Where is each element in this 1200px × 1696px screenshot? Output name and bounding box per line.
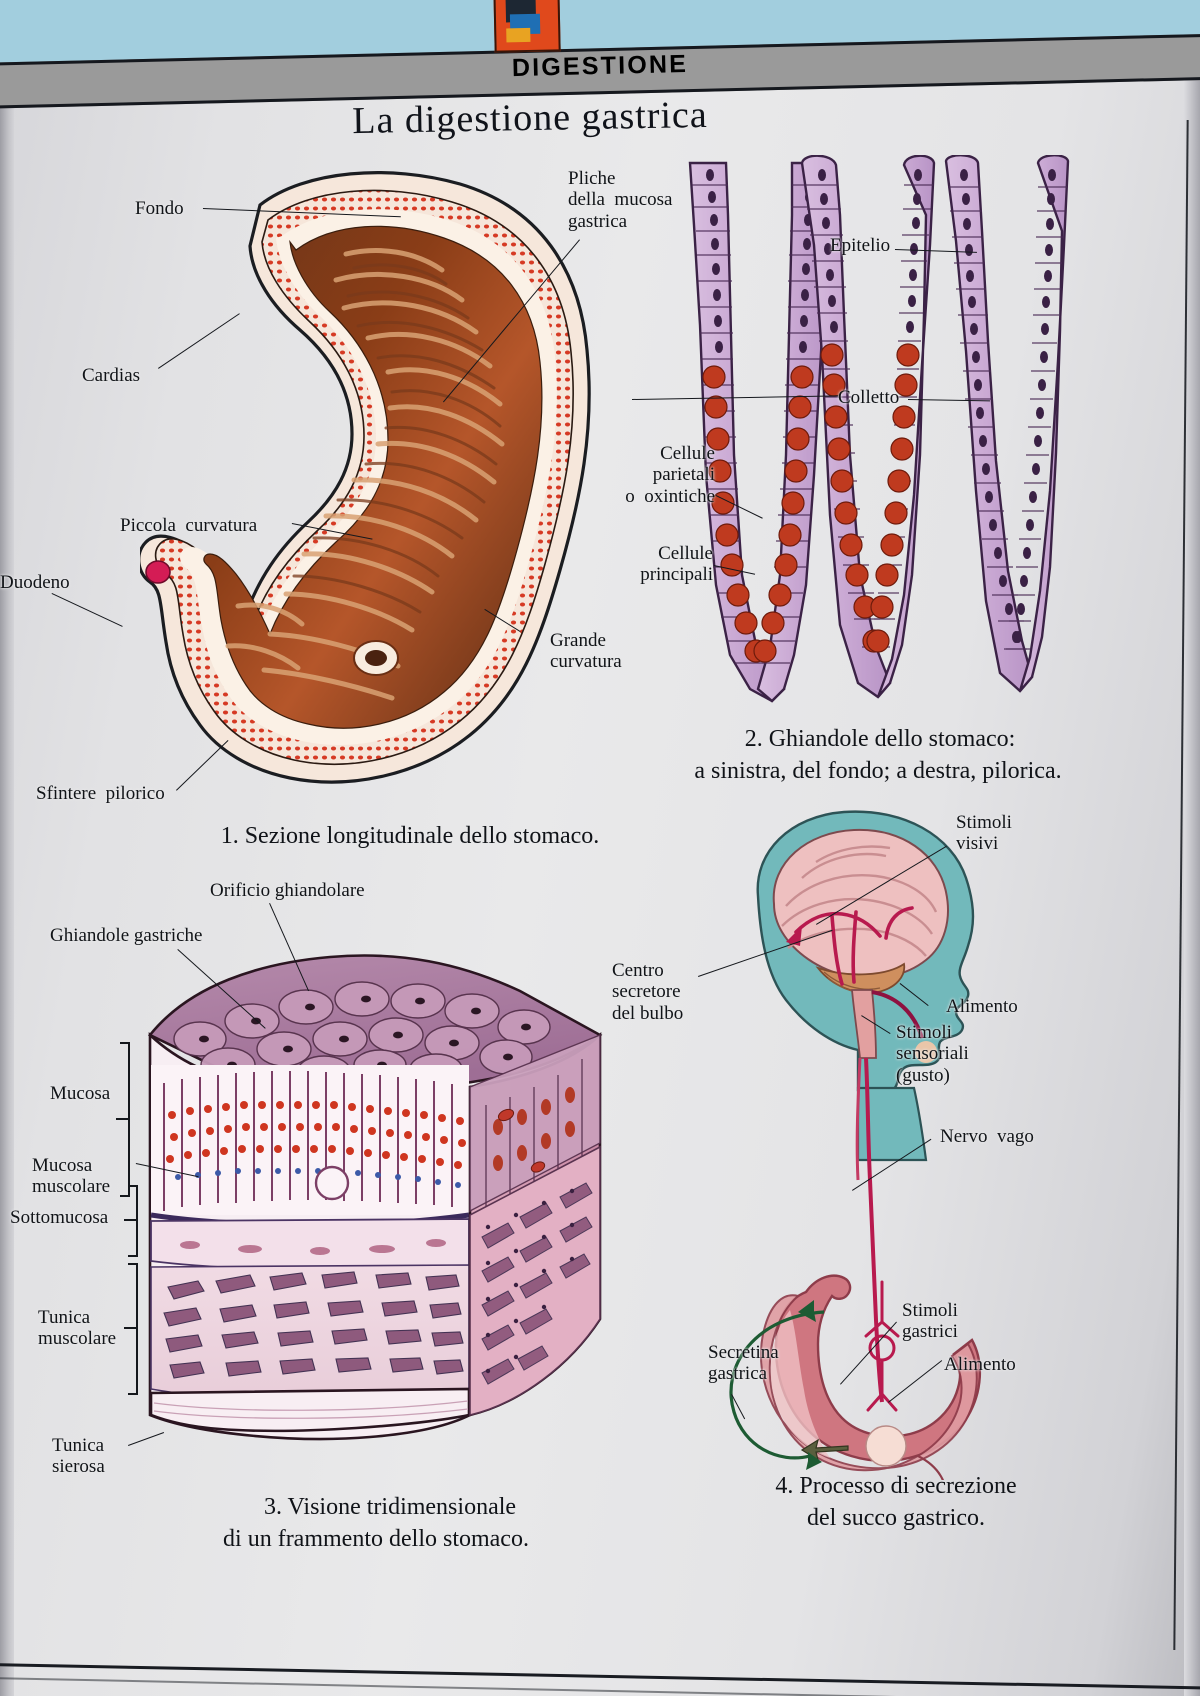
figure-4-caption-line1: 4. Processo di secrezione [775, 1473, 1017, 1499]
label-duodeno: Duodeno [0, 572, 70, 593]
label-fondo: Fondo [135, 198, 184, 219]
figure-1-stomach-section: Fondo Cardias Piccola curvatura Duodeno … [0, 150, 672, 849]
label-secretina-gastrica: Secretina gastrica [708, 1342, 779, 1385]
secretion-process-svg [729, 810, 982, 1523]
label-alimento-bocca: Alimento [946, 996, 1018, 1017]
label-tunica-muscolare: Tunica muscolare [38, 1307, 117, 1350]
label-colletto: Colletto [838, 387, 900, 408]
label-ghiandole-gastriche: Ghiandole gastriche [50, 925, 203, 946]
label-cardias: Cardias [82, 365, 141, 386]
label-orificio-ghiandolare: Orificio ghiandolare [210, 880, 365, 901]
stomach-longitudinal-svg [137, 171, 591, 784]
figure-2-caption-line2: a sinistra, del fondo; a destra, piloric… [694, 758, 1062, 784]
label-stimoli-sensoriali: Stimoli sensoriali (gusto) [896, 1022, 969, 1086]
label-pliche-mucosa: Pliche della mucosa gastrica [568, 168, 673, 232]
label-stimoli-gastrici: Stimoli gastrici [902, 1300, 958, 1343]
label-epitelio: Epitelio [830, 235, 891, 256]
label-piccola-curvatura: Piccola curvatura [120, 515, 258, 536]
label-centro-secretore: Centro secretore del bulbo [612, 960, 684, 1024]
publisher-logo-icon [493, 0, 561, 53]
label-mucosa-muscolare: Mucosa muscolare [32, 1155, 111, 1198]
figure-2-gastric-glands: Epitelio Colletto Cellule parietali o ox… [625, 154, 1080, 784]
figure-3-caption-line2: di un frammento dello stomaco. [223, 1526, 529, 1552]
label-grande-curvatura: Grande curvatura [550, 630, 622, 673]
page-right-edge [1184, 0, 1200, 1696]
label-stimoli-visivi: Stimoli visivi [956, 812, 1012, 855]
figure-4-gastric-secretion: Stimoli visivi Centro secretore del bulb… [612, 800, 1100, 1531]
figure-2-caption-line1: 2. Ghiandole dello stomaco: [744, 726, 1016, 752]
label-tunica-sierosa: Tunica sierosa [52, 1435, 105, 1478]
label-alimento-stomaco: Alimento [944, 1354, 1016, 1375]
stomach-block-svg [147, 954, 603, 1441]
label-sfintere-pilorico: Sfintere pilorico [36, 783, 165, 804]
figure-3-caption-line1: 3. Visione tridimensionale [263, 1494, 517, 1520]
label-cellule-principali: Cellule principali [640, 543, 713, 586]
figure-1-caption: 1. Sezione longitudinale dello stomaco. [220, 823, 600, 849]
label-cellule-parietali: Cellule parietali o oxintiche [625, 443, 715, 507]
label-mucosa: Mucosa [50, 1083, 111, 1104]
page-left-edge [0, 0, 14, 1696]
figure-4-caption-line2: del succo gastrico. [807, 1505, 985, 1531]
figure-3-stomach-block: Orificio ghiandolare Ghiandole gastriche… [10, 880, 680, 1552]
label-nervo-vago: Nervo vago [940, 1126, 1034, 1147]
label-sottomucosa: Sottomucosa [10, 1207, 109, 1228]
gastric-glands-svg [688, 154, 1070, 703]
